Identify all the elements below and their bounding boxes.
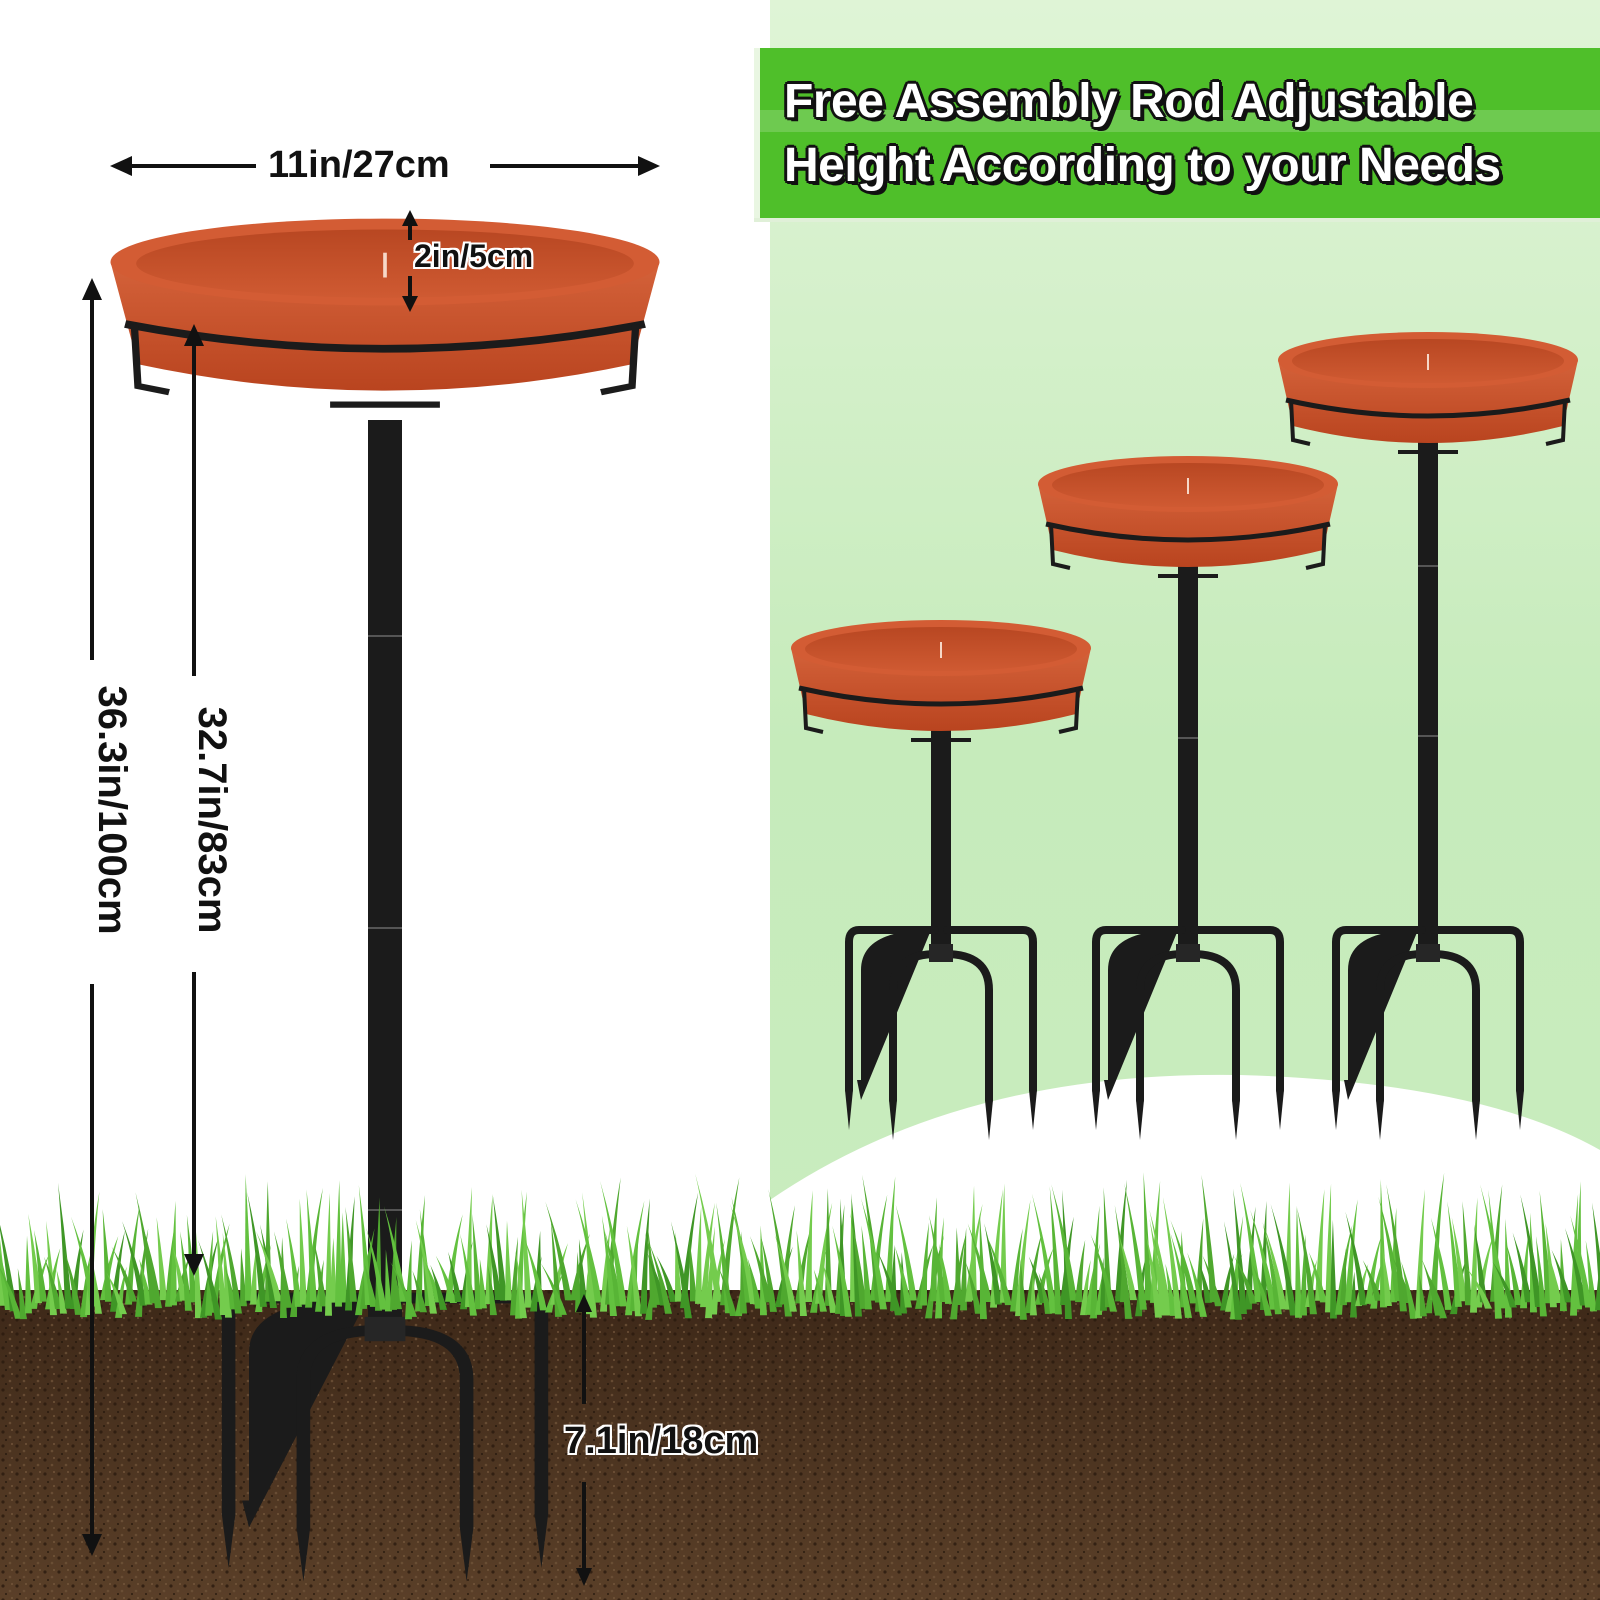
bowl-width-label: 11in/27cm bbox=[268, 144, 450, 186]
adjustable-birdbath-tall bbox=[1278, 332, 1578, 1140]
adjustable-birdbath-medium bbox=[1038, 456, 1338, 1140]
total-height-label: 36.3in/100cm bbox=[90, 685, 134, 935]
headline-line-1: Free Assembly Rod Adjustable bbox=[784, 75, 1474, 128]
grass bbox=[0, 1172, 1600, 1320]
dimension-arrows bbox=[82, 156, 660, 1586]
white-hill bbox=[770, 1074, 1600, 1240]
adjustable-birdbath-short bbox=[791, 620, 1091, 1140]
bowl-depth-label: 2in/5cm bbox=[414, 238, 534, 274]
stake-depth-label: 7.1in/18cm bbox=[564, 1420, 759, 1462]
headline-banner bbox=[754, 48, 1600, 218]
headline: Free Assembly Rod Adjustable Height Acco… bbox=[784, 70, 1584, 198]
headline-line-2: Height According to your Needs bbox=[784, 139, 1501, 192]
birdbath-main bbox=[110, 219, 659, 1582]
rod-height-label: 32.7in/83cm bbox=[190, 706, 234, 934]
